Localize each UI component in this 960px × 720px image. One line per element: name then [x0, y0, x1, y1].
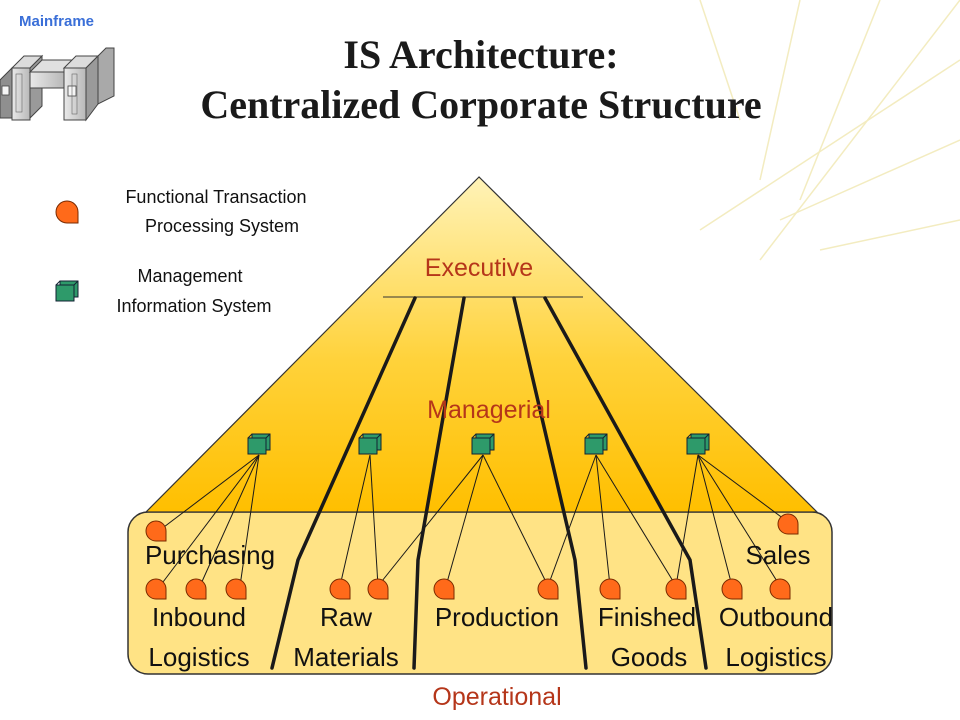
- tps-node-purchasing: [145, 520, 167, 542]
- background-rays: [699, 0, 960, 261]
- mis-node-finished: [584, 433, 608, 455]
- page-title-line2: Centralized Corporate Structure: [200, 82, 761, 127]
- tps-node-inbound-2: [185, 578, 207, 600]
- function-outbound-label-line2: Logistics: [725, 642, 826, 672]
- tps-nodes: [145, 513, 799, 600]
- level-operational-label: Operational: [432, 683, 561, 711]
- mis-node-production: [471, 433, 495, 455]
- tps-node-inbound-3: [225, 578, 247, 600]
- function-labels: Purchasing Sales Inbound Logistics Raw M…: [145, 540, 833, 672]
- page-title-line1: IS Architecture:: [343, 32, 618, 77]
- function-outbound-label-line1: Outbound: [719, 602, 833, 632]
- function-sales-label: Sales: [745, 540, 810, 570]
- tps-node-production-2: [537, 578, 559, 600]
- function-inbound-label-line2: Logistics: [148, 642, 249, 672]
- function-raw-label-line1: Raw: [320, 602, 372, 632]
- tps-node-outbound-1: [721, 578, 743, 600]
- function-finished-label-line1: Finished: [598, 602, 696, 632]
- level-executive-label: Executive: [425, 254, 533, 282]
- function-purchasing-label: Purchasing: [145, 540, 275, 570]
- legend: Functional Transaction Processing System…: [55, 187, 307, 316]
- tps-legend-label-line2: Processing System: [145, 216, 299, 236]
- mis-node-inbound: [247, 433, 271, 455]
- tps-node-finished-2: [665, 578, 687, 600]
- mis-legend-label-line1: Management: [137, 266, 242, 286]
- pyramid: [144, 176, 819, 513]
- tps-node-finished-1: [599, 578, 621, 600]
- mis-legend-icon: [55, 280, 79, 302]
- mis-node-raw: [358, 433, 382, 455]
- connector-lines: [159, 454, 789, 587]
- tps-node-raw-1: [329, 578, 351, 600]
- tps-node-sales: [777, 513, 799, 535]
- level-managerial-label: Managerial: [427, 396, 551, 424]
- function-production-label: Production: [435, 602, 559, 632]
- mainframe-label: Mainframe: [19, 13, 94, 30]
- tps-node-production-1: [433, 578, 455, 600]
- function-finished-label-line2: Goods: [611, 642, 688, 672]
- tps-node-outbound-2: [769, 578, 791, 600]
- mainframe-icon: [0, 47, 115, 122]
- mis-legend-label-line2: Information System: [116, 296, 271, 316]
- mis-node-outbound: [686, 433, 710, 455]
- mis-nodes: [247, 433, 710, 455]
- tps-node-raw-2: [367, 578, 389, 600]
- tps-node-inbound-1: [145, 578, 167, 600]
- function-inbound-label-line1: Inbound: [152, 602, 246, 632]
- tps-legend-icon: [55, 200, 79, 224]
- function-raw-label-line2: Materials: [293, 642, 398, 672]
- column-lines: [270, 296, 708, 670]
- tps-legend-label-line1: Functional Transaction: [125, 187, 306, 207]
